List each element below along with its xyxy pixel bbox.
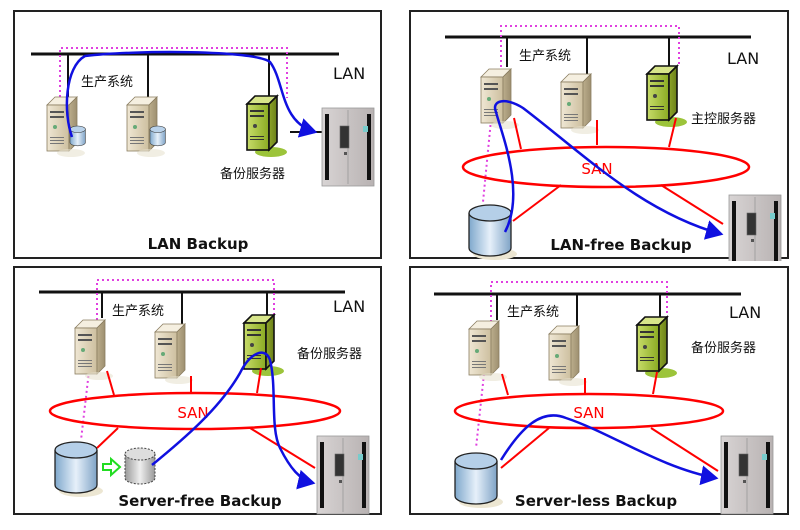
data-flow-arrow — [499, 414, 719, 486]
san-label: SAN — [177, 404, 208, 422]
master-server-label: 主控服务器 — [691, 111, 756, 127]
panel-title: Server-less Backup — [515, 492, 677, 510]
master-server — [646, 65, 688, 128]
backup-server — [636, 316, 678, 379]
production-server-2 — [154, 323, 194, 385]
panel-title: LAN Backup — [148, 235, 249, 253]
production-server-2 — [560, 73, 600, 135]
disk-icon-2 — [149, 125, 166, 147]
tape-library-icon — [728, 194, 782, 261]
san-link-3 — [668, 117, 677, 148]
san-ring — [461, 145, 751, 189]
san-label: SAN — [573, 404, 604, 422]
lan-label: LAN — [333, 297, 365, 316]
lan-label: LAN — [333, 64, 365, 83]
san-link-3 — [256, 367, 262, 394]
backup-server-label: 备份服务器 — [297, 346, 362, 362]
panel-lan-free-backup: SAN 生产系统 LAN 主控服务器 LAN-free Backup — [409, 10, 789, 261]
control-path — [96, 279, 275, 320]
backup-server-label: 备份服务器 — [220, 166, 285, 182]
san-link-tape — [660, 184, 724, 225]
control-path — [490, 281, 668, 322]
san-link-storage — [500, 427, 550, 469]
lan-label: LAN — [727, 49, 759, 68]
tape-library-icon — [321, 107, 375, 187]
panel-server-free-backup: SAN 生产系统 LAN 备份服务器 Server-free Backup — [13, 266, 382, 515]
backup-server-label: 备份服务器 — [691, 340, 756, 356]
control-path-to-storage — [80, 370, 90, 441]
panel-server-less-backup: SAN 生产系统 LAN 备份服务器 Server-less Backup — [409, 266, 789, 515]
tape-library-icon — [720, 435, 774, 515]
storage-disk-icon — [468, 204, 518, 261]
panel-lan-backup: 生产系统 LAN 备份服务器 LAN Backup — [13, 10, 382, 259]
control-path — [500, 25, 680, 72]
copy-arrow-icon — [102, 456, 122, 478]
production-server-1 — [480, 68, 520, 130]
tape-library-icon — [316, 435, 370, 515]
san-link-1 — [513, 117, 522, 150]
san-link-storage — [96, 427, 119, 449]
backup-server — [246, 95, 288, 158]
san-link-storage — [512, 184, 562, 222]
lan-label: LAN — [729, 303, 761, 322]
storage-disk-icon — [54, 441, 104, 498]
production-system-label: 生产系统 — [519, 49, 571, 64]
production-system-label: 生产系统 — [112, 304, 164, 319]
production-system-label: 生产系统 — [81, 75, 133, 90]
san-link-3 — [652, 371, 658, 395]
san-link-tape — [249, 427, 316, 469]
server-free-backup-diagram: SAN 生产系统 LAN 备份服务器 Server-free Backup — [39, 279, 370, 515]
production-server-2 — [548, 325, 588, 387]
lan-backup-diagram: 生产系统 LAN 备份服务器 LAN Backup — [31, 47, 375, 253]
snapshot-disk-icon — [124, 447, 156, 485]
panel-title: LAN-free Backup — [550, 236, 692, 254]
control-path — [59, 47, 288, 102]
server-less-backup-diagram: SAN 生产系统 LAN 备份服务器 Server-less Backup — [434, 281, 774, 515]
control-path-to-storage — [475, 373, 485, 449]
lan-free-backup-diagram: SAN 生产系统 LAN 主控服务器 LAN-free Backup — [445, 25, 782, 261]
production-system-label: 生产系统 — [507, 305, 559, 320]
data-flow-arrow — [493, 100, 724, 240]
backup-server — [243, 314, 285, 377]
san-link-1 — [501, 373, 509, 396]
storage-disk-icon — [454, 452, 504, 509]
panel-title: Server-free Backup — [118, 492, 282, 510]
san-link-1 — [106, 370, 115, 396]
control-path-to-storage — [482, 119, 492, 203]
production-server-1 — [468, 320, 508, 382]
data-flow-arrow — [151, 351, 316, 490]
data-flow-arrow — [65, 50, 318, 138]
san-link-tape — [650, 427, 719, 472]
